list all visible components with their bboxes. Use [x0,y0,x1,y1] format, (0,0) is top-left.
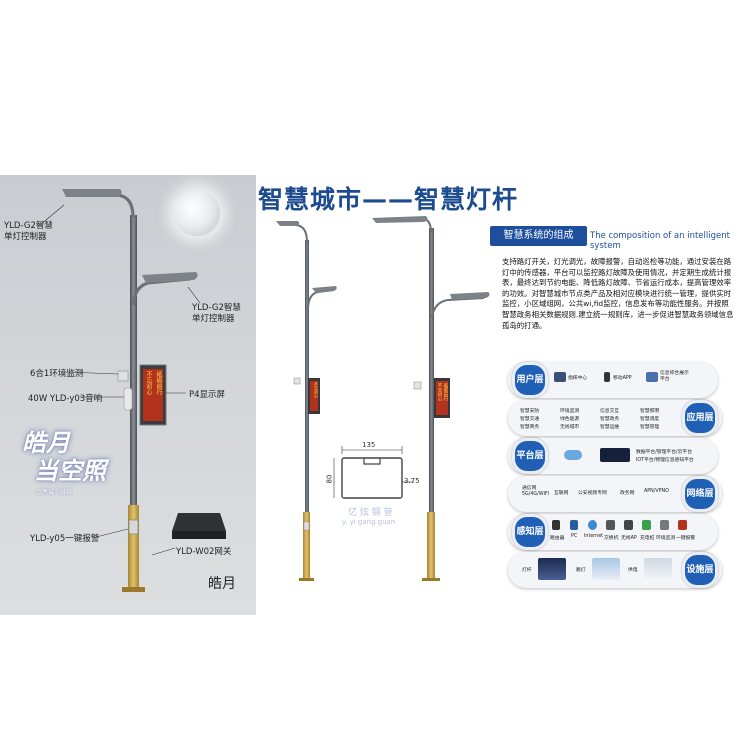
layer-row-application: 应用层 智慧安防 环境监测 信息交互 智慧照明 智慧交通 绿色能源 智慧政务 智… [508,400,722,436]
label-gateway: YLD-W02网关 [176,547,232,557]
perception-item-3: Internet [584,534,604,539]
label-controller-upper: YLD-G2智慧 单灯控制器 [4,221,53,242]
perception-item-5: 无线AP [621,536,637,541]
env-sensor-icon [660,520,669,530]
wireless-ap-icon [624,520,633,530]
phone-icon [604,372,610,382]
layer-row-perception: 感知层 路由器 PC Internet 交换机 无线AP 充电桩 环境监测 一键… [508,514,718,550]
street-light-pole-illustration [39,189,226,592]
app-item-3: 信息交互 [600,409,620,414]
network-item-4: 政务网 [620,491,635,496]
architecture-diagram: 用户层 指挥中心 移动APP 信息综合展示平台 应用层 智慧安防 环境监测 信息… [508,360,728,590]
light-pole-photo-icon [538,558,566,580]
app-item-5: 智慧交通 [520,417,540,422]
app-item-10: 无线城市 [560,425,580,430]
network-item-2: 互联网 [554,491,569,496]
perception-item-4: 交换机 [604,536,619,541]
dimension-width: 135 [362,441,376,449]
layer-row-facility: 设施层 灯杆 路灯 供电 [508,552,722,588]
app-item-6: 绿色能源 [560,417,580,422]
facility-item-1: 灯杆 [522,568,532,573]
label-env-monitor: 6合1环境监测 [30,369,84,379]
led-screen-line-2: 砥砺前行 [155,371,162,395]
brand-title-line-2: 当空照 [34,456,106,485]
cross-section-drawing [333,446,414,499]
mid-screen-2-line-2: 砥砺前行 [443,383,448,401]
mid-screen-2: 不忘初心 砥砺前行 [437,383,449,417]
app-item-1: 智慧安防 [520,409,540,414]
facility-item-3: 供电 [628,568,638,573]
pc-icon [570,520,578,530]
label-display-screen: P4显示屏 [189,390,226,400]
app-item-4: 智慧照明 [640,409,660,414]
left-product-panel: 不忘初心 砥砺前行 YLD-G2智慧 单灯控制器 YLD-G2智慧 单灯控制器 … [0,175,256,615]
layer-label-facility: 设施层 [682,552,718,588]
perception-item-8: 一键报警 [676,536,696,541]
brand-subtitle: 点亮城市脉络 [36,489,73,496]
server-screen-icon [600,448,630,462]
network-item-1: 通信网 5G/4G/WIFI [522,486,550,497]
perception-item-7: 环境监测 [656,536,676,541]
app-item-11: 智慧运维 [600,425,620,430]
product-name: 皓月 [208,576,236,592]
network-item-3: 公安视频专网 [578,491,607,496]
perception-item-1: 路由器 [550,536,565,541]
label-alarm: YLD-y05一键报警 [30,534,100,544]
label-controller-lower: YLD-G2智慧 单灯控制器 [192,303,241,324]
app-item-7: 智慧政务 [600,417,620,422]
label-speaker: 40W YLD-y03音响 [28,394,103,404]
switch-icon [606,520,615,530]
internet-icon [588,520,597,530]
mid-screen-1: 不忘初心 [314,382,319,398]
facility-item-2: 路灯 [576,568,586,573]
user-item-command-center: 指挥中心 [568,376,588,381]
app-item-9: 智慧商务 [520,425,540,430]
charger-icon [642,520,651,530]
section-header-cn: 智慧系统的组成 [490,226,587,246]
user-item-info-display: 信息综合展示平台 [660,371,689,382]
alarm-icon [678,520,687,530]
network-item-5: APN/VPNO [644,489,669,494]
dashboard-icon [646,372,658,382]
watermark-top: 亿 炫 钢 管 [348,508,393,518]
cloud-icon [564,450,582,460]
brand-title-line-1: 皓月 [22,428,70,457]
pole-pair-illustration [276,216,490,581]
dimension-thickness: 3.75 [404,477,420,485]
page-title: 智慧城市——智慧灯杆 [258,185,519,214]
platform-item-1: 数据平台/管理平台/云平台 [636,450,692,455]
monitor-icon [554,372,566,382]
layer-label-platform: 平台层 [512,438,548,474]
led-screen-line-1: 不忘初心 [145,371,152,395]
layer-label-application: 应用层 [682,400,718,436]
layer-label-network: 网络层 [682,476,718,512]
layer-row-user: 用户层 指挥中心 移动APP 信息综合展示平台 [508,362,718,398]
layer-row-network: 网络层 通信网 5G/4G/WIFI 互联网 公安视频专网 政务网 APN/VP… [508,476,722,512]
led-screen: 不忘初心 砥砺前行 [144,371,162,419]
platform-item-2: IOT平台/物理信息感知平台 [636,458,694,463]
app-item-2: 环境监测 [560,409,580,414]
perception-item-2: PC [571,534,578,539]
perception-item-6: 充电桩 [640,536,655,541]
app-item-12: 智慧管理 [640,425,660,430]
user-item-mobile-app: 移动APP [613,376,632,381]
system-description: 支持路灯开关，灯光调光，故障报警，自动巡检等功能，通过安装在路灯中的传感器，平台… [502,257,734,330]
power-photo-icon [644,558,672,580]
layer-label-user: 用户层 [512,362,548,398]
app-item-8: 智慧调度 [640,417,660,422]
router-icon [552,520,560,530]
section-header-en: The composition of an intelligent system [590,231,730,251]
street-lamp-photo-icon [592,558,620,580]
moon-image [174,190,220,236]
layer-row-platform: 平台层 数据平台/管理平台/云平台 IOT平台/物理信息感知平台 [508,438,718,474]
layer-label-perception: 感知层 [512,514,548,550]
watermark-bottom: y. yi gang guan [342,518,396,526]
mid-screen-2-line-1: 不忘初心 [437,383,442,401]
dimension-height: 80 [325,474,334,484]
